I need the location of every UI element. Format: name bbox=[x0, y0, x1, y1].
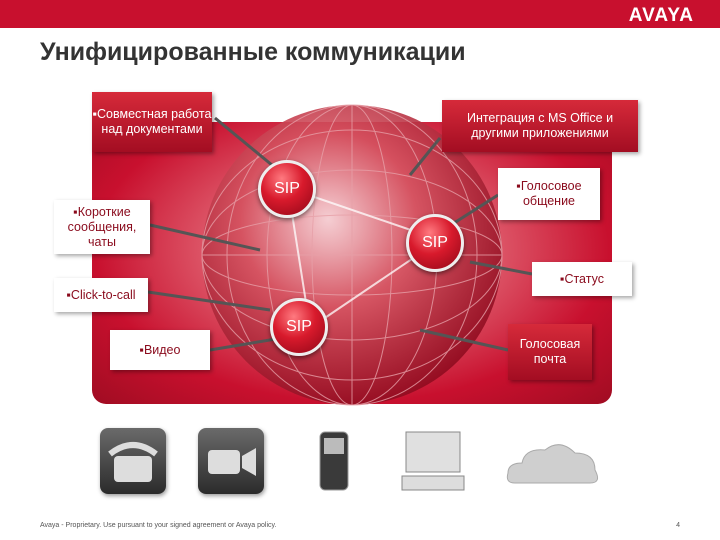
footer-text: Avaya - Proprietary. Use pursuant to you… bbox=[40, 522, 276, 529]
callout-status: ▪Статус bbox=[532, 262, 632, 296]
sip-node-2: SIP bbox=[406, 214, 464, 272]
page-number: 4 bbox=[676, 522, 680, 529]
computer-monitor-icon bbox=[400, 428, 466, 494]
video-camera-icon bbox=[198, 428, 264, 494]
sip-node-3: SIP bbox=[270, 298, 328, 356]
callout-click-to-call: ▪Click-to-call bbox=[54, 278, 148, 312]
phone-icon bbox=[100, 428, 166, 494]
callout-voice: ▪Голосовое общение bbox=[498, 168, 600, 220]
mobile-phone-icon bbox=[300, 428, 366, 494]
sip-node-1: SIP bbox=[258, 160, 316, 218]
callout-video: ▪Видео bbox=[110, 330, 210, 370]
callout-voicemail: Голосовая почта bbox=[508, 324, 592, 380]
callout-collaboration: ▪Совместная работа над документами bbox=[92, 92, 212, 152]
callout-chat: ▪Короткие сообщения, чаты bbox=[54, 200, 150, 254]
callout-ms-office: Интеграция с MS Office и другими приложе… bbox=[442, 100, 638, 152]
cloud-icon bbox=[500, 428, 566, 494]
